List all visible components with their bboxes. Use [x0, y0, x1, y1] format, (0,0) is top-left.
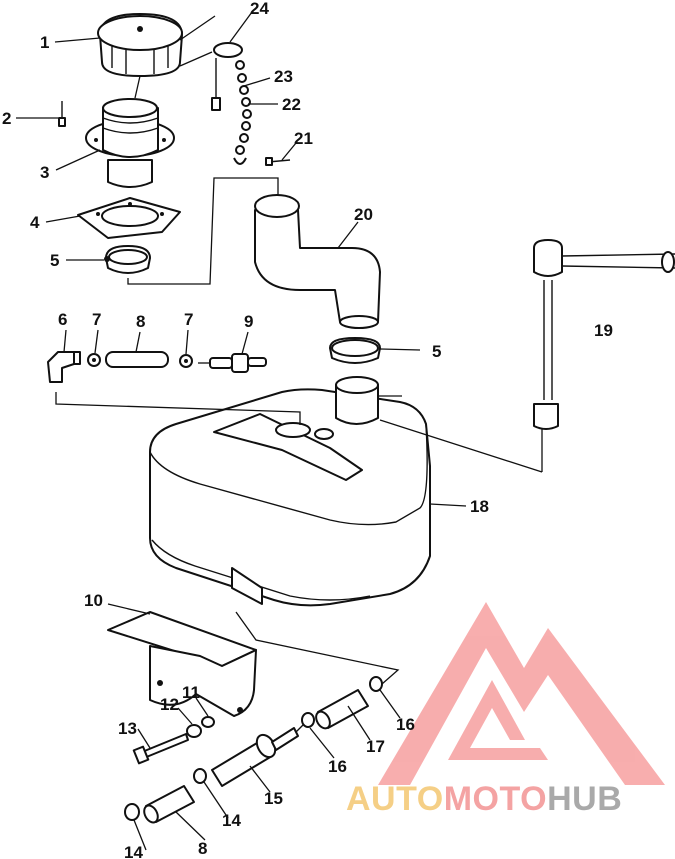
automotohub-wordmark: AUTOMOTOHUB	[346, 780, 622, 818]
part-1-cap	[97, 13, 183, 77]
part-19-fuel-gauge-sender	[533, 239, 675, 430]
callout-18: 18	[470, 497, 489, 516]
part-6-elbow-fitting	[47, 351, 81, 383]
logo-outer-triangle	[378, 602, 665, 785]
part-4-gasket	[77, 197, 181, 239]
part-16-clamp-left	[301, 712, 315, 728]
part-7-clamp-right	[179, 354, 193, 368]
part-5-clamp-upper	[104, 245, 151, 274]
callout-16b: 16	[328, 757, 347, 776]
part-22-24-tether-chain	[211, 42, 252, 165]
callout-8: 8	[136, 312, 145, 331]
callout-7b: 7	[184, 310, 193, 329]
callout-19: 19	[594, 321, 613, 340]
callout-leaders	[16, 11, 467, 851]
automotohub-logo	[378, 602, 665, 785]
callout-14b: 14	[124, 843, 143, 859]
callout-12: 12	[160, 695, 179, 714]
part-21-screw	[265, 157, 291, 166]
callout-22: 22	[282, 95, 301, 114]
callout-9: 9	[244, 312, 253, 331]
part-7-clamp-left	[87, 353, 101, 367]
wordmark-hub: HUB	[547, 780, 622, 818]
part-11-washer	[201, 716, 215, 728]
part-5-clamp-lower	[329, 337, 381, 364]
callout-6: 6	[58, 310, 67, 329]
part-2-screw	[58, 101, 66, 127]
callout-24: 24	[250, 0, 269, 18]
callout-21: 21	[294, 129, 313, 148]
part-13-bolt	[132, 733, 189, 765]
callout-5: 5	[50, 251, 59, 270]
wordmark-auto: AUTO	[346, 780, 444, 818]
callout-1: 1	[40, 33, 49, 52]
callout-labels: 1 2 3 4 5 5 6 7 7 8 8 9 10 11 12 13 14 1…	[2, 0, 613, 859]
callout-20: 20	[354, 205, 373, 224]
callout-15: 15	[264, 789, 283, 808]
callout-14: 14	[222, 811, 241, 830]
part-17-hose	[315, 689, 369, 730]
callout-5b: 5	[432, 342, 441, 361]
part-12-washer	[186, 724, 202, 738]
callout-16: 16	[396, 715, 415, 734]
callout-13: 13	[118, 719, 137, 738]
callout-17: 17	[366, 737, 385, 756]
callout-11: 11	[182, 683, 200, 702]
part-8-hose-lower	[143, 785, 195, 824]
part-18-fuel-tank	[149, 376, 431, 607]
part-10-heat-shield	[107, 611, 257, 717]
callout-10: 10	[84, 591, 103, 610]
callout-2: 2	[2, 109, 11, 128]
wordmark-moto: MOTO	[444, 780, 547, 818]
logo-inner-triangle	[448, 680, 548, 760]
part-14-clamp-lower	[124, 803, 140, 821]
part-14-clamp-upper	[193, 768, 207, 784]
callout-8b: 8	[198, 839, 207, 858]
callout-4: 4	[30, 213, 40, 232]
part-15-fuel-filter	[211, 727, 299, 787]
part-20-filler-hose	[254, 194, 381, 329]
part-8-hose-upper	[105, 351, 169, 368]
part-9-vent-valve	[209, 353, 267, 373]
part-16-clamp-right	[369, 676, 383, 692]
part-3-filler-neck	[85, 98, 175, 188]
callout-3: 3	[40, 163, 49, 182]
callout-23: 23	[274, 67, 293, 86]
svg-text:AUTOMOTOHUB: AUTOMOTOHUB	[346, 780, 622, 818]
callout-7: 7	[92, 310, 101, 329]
